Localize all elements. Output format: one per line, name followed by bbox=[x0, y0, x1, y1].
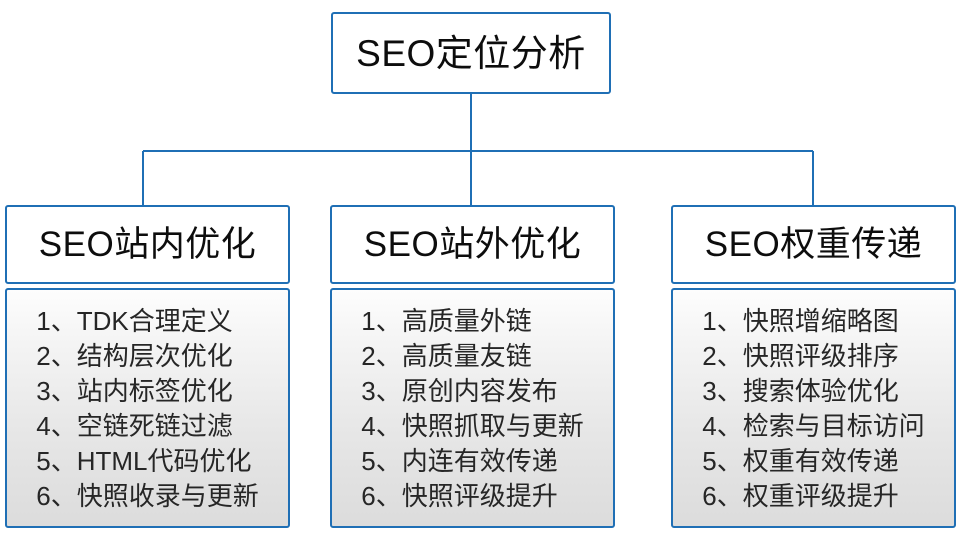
branch-body-3: 1、快照增缩略图 2、快照评级排序 3、搜索体验优化 4、检索与目标访问 5、权… bbox=[671, 288, 956, 528]
list-item: 5、权重有效传递 bbox=[702, 446, 899, 476]
branch-item-list-1: 1、TDK合理定义 2、结构层次优化 3、站内标签优化 4、空链死链过滤 5、H… bbox=[36, 304, 258, 514]
root-node-label: SEO定位分析 bbox=[356, 32, 586, 74]
list-item: 3、搜索体验优化 bbox=[702, 376, 899, 406]
list-item: 1、快照增缩略图 bbox=[702, 306, 899, 336]
list-item: 5、内连有效传递 bbox=[361, 446, 558, 476]
branch-column-3: SEO权重传递 1、快照增缩略图 2、快照评级排序 3、搜索体验优化 4、检索与… bbox=[671, 205, 956, 528]
list-item: 2、高质量友链 bbox=[361, 341, 532, 371]
branch-body-1: 1、TDK合理定义 2、结构层次优化 3、站内标签优化 4、空链死链过滤 5、H… bbox=[5, 288, 290, 528]
list-item: 4、空链死链过滤 bbox=[36, 411, 233, 441]
branch-header-label-2: SEO站外优化 bbox=[363, 225, 582, 264]
list-item: 5、HTML代码优化 bbox=[36, 446, 252, 476]
list-item: 2、结构层次优化 bbox=[36, 341, 233, 371]
root-node[interactable]: SEO定位分析 bbox=[331, 12, 611, 94]
branch-column-2: SEO站外优化 1、高质量外链 2、高质量友链 3、原创内容发布 4、快照抓取与… bbox=[330, 205, 615, 528]
list-item: 6、快照收录与更新 bbox=[36, 481, 259, 511]
branch-item-list-3: 1、快照增缩略图 2、快照评级排序 3、搜索体验优化 4、检索与目标访问 5、权… bbox=[702, 304, 924, 514]
branch-body-2: 1、高质量外链 2、高质量友链 3、原创内容发布 4、快照抓取与更新 5、内连有… bbox=[330, 288, 615, 528]
branch-header-1[interactable]: SEO站内优化 bbox=[5, 205, 290, 284]
branch-column-1: SEO站内优化 1、TDK合理定义 2、结构层次优化 3、站内标签优化 4、空链… bbox=[5, 205, 290, 528]
list-item: 6、快照评级提升 bbox=[361, 481, 558, 511]
list-item: 1、高质量外链 bbox=[361, 306, 532, 336]
branch-item-list-2: 1、高质量外链 2、高质量友链 3、原创内容发布 4、快照抓取与更新 5、内连有… bbox=[361, 304, 583, 514]
list-item: 3、原创内容发布 bbox=[361, 376, 558, 406]
list-item: 4、检索与目标访问 bbox=[702, 411, 925, 441]
list-item: 1、TDK合理定义 bbox=[36, 306, 233, 336]
list-item: 4、快照抓取与更新 bbox=[361, 411, 584, 441]
list-item: 2、快照评级排序 bbox=[702, 341, 899, 371]
list-item: 6、权重评级提升 bbox=[702, 481, 899, 511]
list-item: 3、站内标签优化 bbox=[36, 376, 233, 406]
branch-header-3[interactable]: SEO权重传递 bbox=[671, 205, 956, 284]
branch-header-2[interactable]: SEO站外优化 bbox=[330, 205, 615, 284]
branch-header-label-1: SEO站内优化 bbox=[38, 225, 257, 264]
branch-header-label-3: SEO权重传递 bbox=[704, 225, 923, 264]
